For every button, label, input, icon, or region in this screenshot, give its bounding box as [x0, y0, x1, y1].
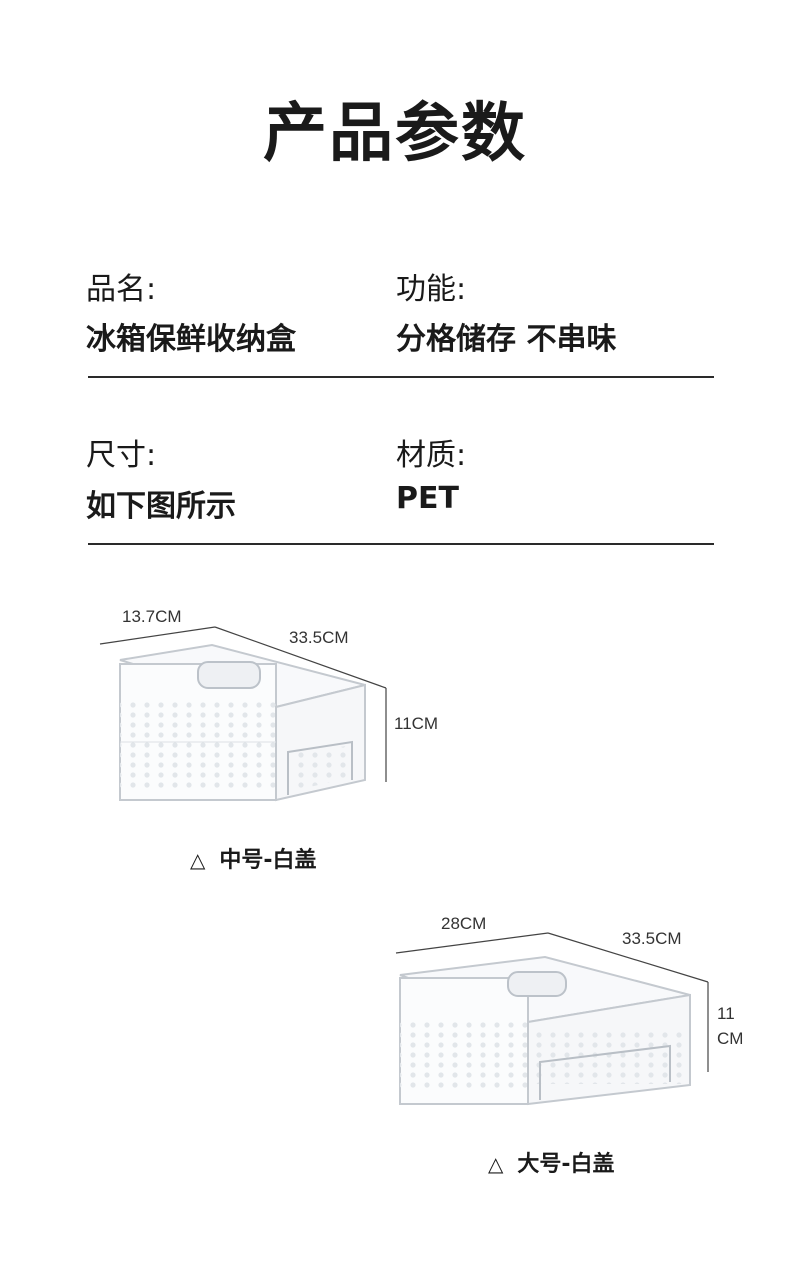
medium-height-label: 11CM	[394, 714, 439, 733]
name-value: 冰箱保鲜收纳盒	[86, 322, 296, 357]
size-label: 尺寸:	[86, 438, 157, 473]
divider-1	[88, 376, 714, 378]
page-title: 产品参数	[263, 97, 527, 171]
material-label: 材质:	[396, 438, 467, 473]
large-length-label: 33.5CM	[622, 929, 682, 948]
medium-length-label: 33.5CM	[289, 628, 349, 647]
function-label: 功能:	[396, 272, 467, 307]
triangle-outline-icon: △	[488, 1152, 504, 1176]
large-caption: △ 大号-白盖	[488, 1146, 615, 1178]
material-value: PET	[396, 481, 459, 516]
function-value: 分格储存 不串味	[396, 322, 617, 357]
medium-width-label: 13.7CM	[122, 607, 182, 626]
large-width-label: 28CM	[441, 914, 487, 933]
medium-caption-text: 中号-白盖	[219, 848, 317, 873]
medium-caption: △ 中号-白盖	[190, 842, 317, 874]
large-dimension-lines	[395, 932, 709, 1072]
name-label: 品名:	[86, 272, 157, 307]
medium-dimension-lines	[99, 626, 387, 782]
large-caption-text: 大号-白盖	[517, 1152, 615, 1177]
divider-2	[88, 543, 714, 545]
large-box-image	[399, 955, 691, 1106]
size-value: 如下图所示	[86, 489, 236, 524]
triangle-outline-icon: △	[190, 848, 206, 872]
large-height-unit: CM	[717, 1029, 744, 1048]
medium-box-image	[119, 643, 366, 802]
large-height-number: 11	[717, 1004, 735, 1023]
